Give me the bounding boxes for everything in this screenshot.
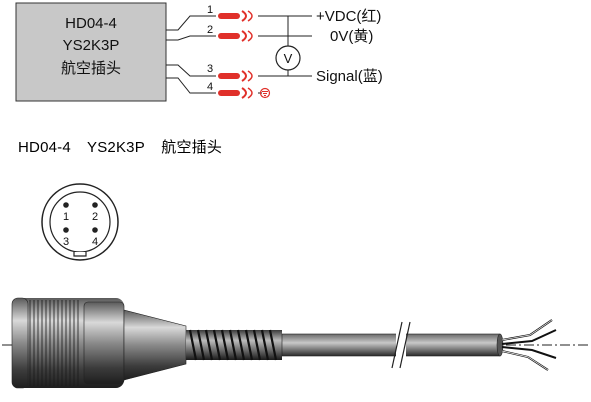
wire-3-lead [166,64,216,77]
wire-group [166,15,312,94]
cable-assembly [2,297,589,389]
voltmeter-label: V [284,51,293,66]
module-line-1: HD04-4 [65,15,117,32]
plug-knurling [29,300,79,386]
contact-2 [218,30,253,42]
wire-4-number: 4 [207,81,213,93]
caption-model: HD04-4 [18,139,71,156]
connector-caption: HD04-4 YS2K3P 航空插头 [18,136,234,157]
plug-nut [83,301,125,385]
wire-2-number: 2 [207,24,213,36]
connector-face: 1 2 3 4 [41,183,119,261]
caption-code: YS2K3P [87,139,145,156]
wire-1-number: 1 [207,4,213,16]
module-line-2: YS2K3P [63,37,120,54]
wire-2-label: 0V(黄) [330,28,373,45]
pin-4-number: 4 [92,236,98,248]
pin-3-number: 3 [63,236,69,248]
sensor-module: HD04-4 YS2K3P 航空插头 [15,2,167,102]
wire-4-lead [166,77,216,94]
module-line-3: 航空插头 [61,60,121,77]
caption-type: 航空插头 [161,139,223,156]
wire-1-label: +VDC(红) [316,8,381,25]
pin-3-hole [63,227,69,233]
module-box [15,2,167,102]
pin-2-hole [92,202,98,208]
wire-1-lead [166,15,216,31]
contact-4 [218,87,253,99]
pin-1-number: 1 [63,211,69,223]
cable-break [391,321,411,369]
wire-2-lead [166,35,216,41]
plug-boot [123,309,187,381]
ground-icon [259,87,271,99]
wire-3-number: 3 [207,63,213,75]
contact-1 [218,10,253,22]
pin-4-hole [92,227,98,233]
wire-3-label: Signal(蓝) [316,68,383,85]
pin-2-number: 2 [92,211,98,223]
pin-1-hole [63,202,69,208]
contact-3 [218,70,253,82]
spring-coils [188,329,278,361]
cable-jacket [281,333,501,357]
plug-contacts [218,10,253,99]
voltmeter-icon: V [275,45,301,71]
